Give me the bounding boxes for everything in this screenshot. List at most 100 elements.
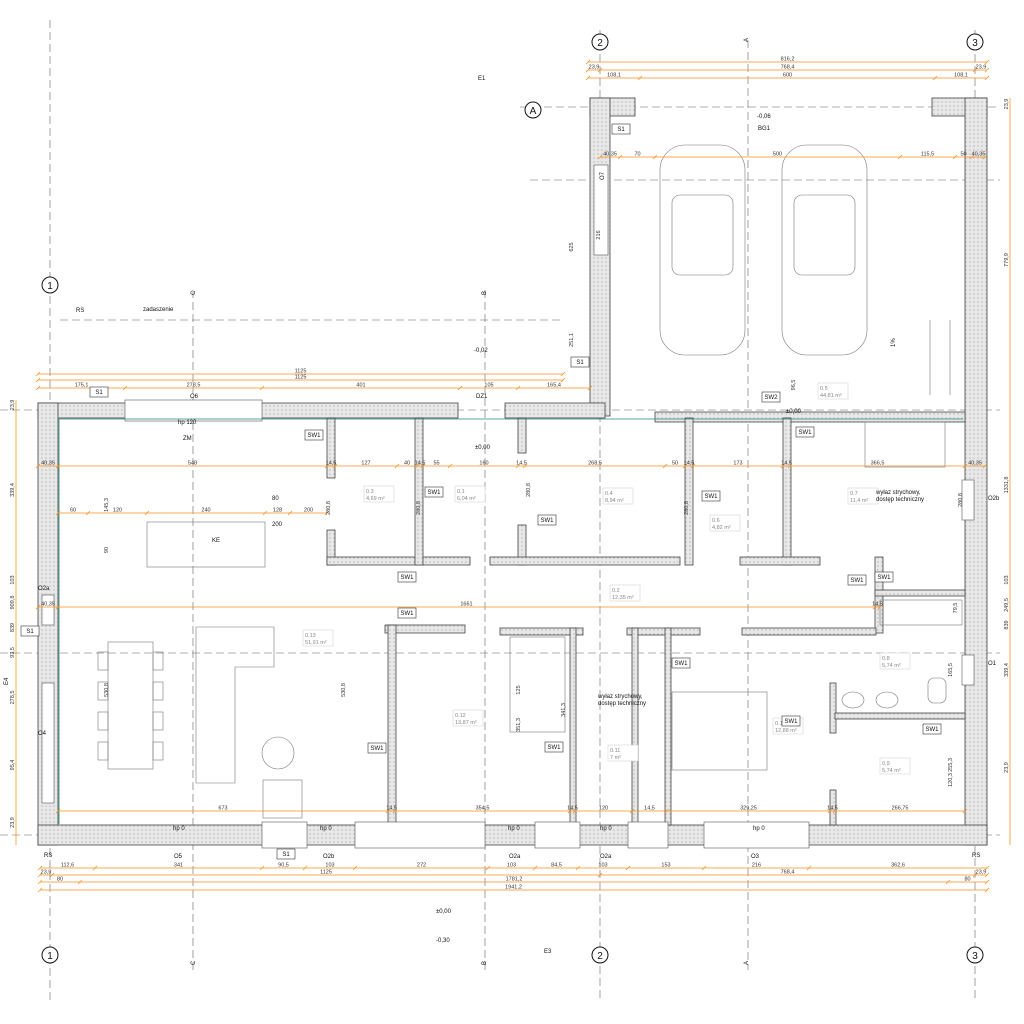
dimension-label: 251,1 (569, 333, 575, 347)
wall (631, 627, 639, 826)
dimension-label: 14,5 (644, 806, 655, 812)
car-right (781, 144, 868, 356)
dimension-label: 249,5 (1004, 598, 1010, 612)
dimension-tick (972, 872, 978, 878)
tag-box (922, 723, 942, 735)
tag-label: S1 (576, 360, 584, 366)
room-area: 12,35 m² (612, 595, 634, 601)
dimension-label: 90 (104, 547, 110, 553)
tag-box (847, 574, 867, 586)
element-tag: SW1 (781, 715, 801, 727)
room-label: 0.64,82 m² (709, 514, 741, 532)
dimension-label: 278,5 (10, 691, 16, 705)
wall (499, 627, 584, 636)
wall (326, 556, 471, 566)
walls (37, 97, 988, 849)
dimension-tick (560, 371, 566, 377)
dimension-label: 268,5 (588, 461, 602, 467)
dimension-label: 280,8 (326, 501, 332, 515)
wall (739, 556, 821, 566)
tag-box (537, 514, 557, 526)
elevation-marker-e4: E4 (4, 677, 10, 685)
dimension-label: 23,9 (10, 817, 16, 828)
bicycles (929, 320, 951, 395)
dimension-tick (597, 67, 603, 73)
dimension-label: 40,35 (968, 461, 982, 467)
tag-label: SW1 (400, 575, 414, 581)
axis-circle (524, 101, 542, 119)
dimension-tick (897, 154, 903, 160)
tag-label: SW1 (400, 611, 414, 617)
wall (741, 627, 877, 636)
window-label: O2b (988, 496, 1000, 502)
dimension-label: 14,5 (326, 461, 337, 467)
room-label-box (879, 652, 911, 670)
coffee-table (261, 736, 295, 770)
dimension-label: 329,25 (740, 806, 757, 812)
dimension-tick (664, 808, 670, 814)
wall (834, 712, 966, 720)
dimension-label: 23,9 (976, 65, 987, 71)
tag-label: SW2 (764, 395, 778, 401)
tag-box (304, 429, 324, 441)
tag-box (611, 123, 631, 135)
dimension-label: 1661 (460, 602, 472, 608)
element-tag: S1 (89, 386, 109, 398)
room-area: 5,74 m² (882, 768, 901, 774)
dimension-tick (35, 371, 41, 377)
wall (664, 627, 672, 826)
dimension-label: 84,5 (551, 863, 562, 869)
element-tag: SW2 (761, 391, 781, 403)
dimension-label: 14,5 (827, 806, 838, 812)
room-number: 0.10 (775, 721, 786, 727)
dimension-tick (122, 385, 128, 391)
dimension-label: 362,6 (891, 863, 905, 869)
dimension-tick (984, 75, 990, 81)
tag-label: S1 (617, 127, 625, 133)
room-label: 0.16,04 m² (454, 485, 486, 503)
section-marker: C (191, 960, 197, 965)
room-area: 4,69 m² (366, 496, 385, 502)
dimension-tick (35, 604, 41, 610)
dimension-label: 145,3 (104, 498, 110, 512)
tag-label: SW1 (704, 494, 718, 500)
level-marker: -0,06 (757, 114, 771, 120)
room-label-box (709, 514, 741, 532)
dimension-tick (77, 879, 83, 885)
dimension-label: 278,5 (187, 383, 201, 389)
dimension-tick (515, 463, 521, 469)
room-label: 0.85,74 m² (879, 652, 911, 670)
dimension-tick (35, 377, 41, 383)
dimension-label: 103 (598, 863, 607, 869)
wall (504, 402, 606, 419)
dimension-label: 839 (10, 623, 16, 632)
axis-marker: A (524, 101, 542, 119)
axis-circle (41, 276, 59, 294)
tag-label: SW1 (784, 719, 798, 725)
dimension-tick (55, 604, 61, 610)
armchair (262, 779, 303, 819)
dimension-tick (485, 865, 491, 871)
dimension-tick (55, 510, 61, 516)
dimension-label: 60 (70, 508, 76, 514)
window (41, 682, 55, 804)
furniture (97, 144, 963, 819)
dimension-label: 103 (1004, 575, 1010, 584)
tag-label: SW1 (370, 746, 384, 752)
element-tag: SW1 (671, 657, 691, 669)
dimension-label: 768,4 (781, 65, 795, 71)
entrance-door-label: DZ1 (476, 394, 488, 400)
room-number: 0.9 (882, 761, 890, 767)
room-label: 0.212,35 m² (609, 584, 641, 602)
axis-marker: 2 (591, 946, 609, 964)
window (124, 399, 263, 422)
wall (964, 97, 988, 846)
room-number: 0.11 (610, 748, 620, 754)
dimension-tick (414, 463, 420, 469)
dimension-label: 240 (201, 508, 210, 514)
dimension-label: 200 (304, 508, 313, 514)
element-tag: SW1 (537, 514, 557, 526)
